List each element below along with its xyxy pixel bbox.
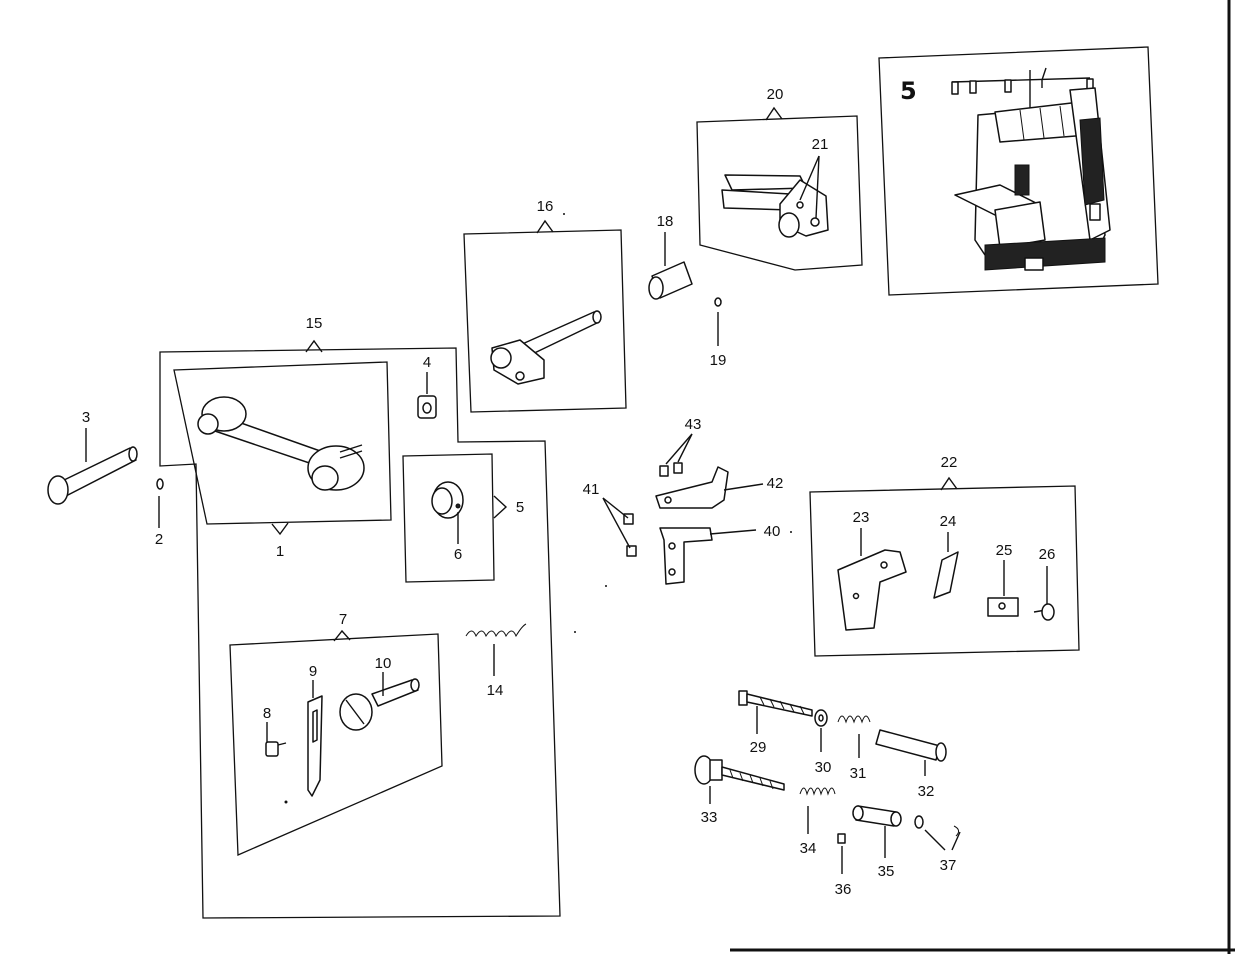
callout-25: 25 [996,542,1013,559]
group-1-bracket [271,522,289,536]
part-1-looper-arm [197,396,365,491]
figure-number: 5 [900,77,917,105]
part-8-screw [265,741,287,757]
group-7-bracket [333,629,351,642]
part-19-pin [714,297,722,307]
group-5-bracket [493,495,508,519]
group-16-outline [463,229,627,413]
part-14-spring [465,623,527,638]
callout-6: 6 [454,546,462,563]
part-32-sleeve [875,729,947,762]
callout-19: 19 [710,352,727,369]
callout-34: 34 [800,840,817,857]
leader-lines [85,155,1048,874]
group-22-bracket [940,476,958,491]
part-20-bracket [721,174,829,238]
part-34-spring [799,787,836,796]
callout-2: 2 [155,531,163,548]
part-29-bolt [738,690,813,717]
group-15-outline [159,347,561,919]
callout-24: 24 [940,513,957,530]
group-20-outline [696,115,863,271]
overlock-machine-illustration [951,67,1111,271]
part-33-knob [694,755,785,791]
callout-7: 7 [339,611,347,628]
part-26-screw [1033,603,1055,621]
group-7-outline [229,633,443,856]
callout-36: 36 [835,881,852,898]
part-25-plate [987,597,1019,617]
callout-26: 26 [1039,546,1056,563]
callout-33: 33 [701,809,718,826]
part-10-shaft [339,678,420,731]
callout-9: 9 [309,663,317,680]
part-37-clips [914,815,960,837]
callout-31: 31 [850,765,867,782]
callout-42: 42 [767,475,784,492]
group-1-outline [173,361,392,525]
callout-29: 29 [750,739,767,756]
part-18-sleeve [648,261,693,300]
part-16-shaft-arm [490,310,602,385]
group-20-bracket [765,106,783,121]
part-36-pin [837,833,846,844]
callout-32: 32 [918,783,935,800]
group-15-bracket [305,339,323,353]
part-9-blade [307,695,323,797]
part-41-screws [623,513,637,557]
callout-15: 15 [306,315,323,332]
part-31-spring [837,715,871,724]
figure-box [878,46,1159,296]
callout-18: 18 [657,213,674,230]
callout-30: 30 [815,759,832,776]
callout-23: 23 [853,509,870,526]
part-24-plate [933,551,959,599]
callout-16: 16 [537,198,554,215]
callout-40: 40 [764,523,781,540]
callout-3: 3 [82,409,90,426]
part-35-sleeve [852,805,902,827]
callout-5: 5 [516,499,524,516]
part-6-collar [431,481,464,519]
callout-10: 10 [375,655,392,672]
part-40-bracket [659,527,713,585]
scan-specks [284,213,792,804]
callout-37: 37 [940,857,957,874]
callout-22: 22 [941,454,958,471]
group-5-outline [402,453,495,583]
callout-14: 14 [487,682,504,699]
page-edges [730,0,1235,954]
callout-8: 8 [263,705,271,722]
part-4-collar [417,395,437,419]
group-22-outline [809,485,1080,657]
callout-4: 4 [423,354,431,371]
part-23-plate [837,549,907,631]
callout-41: 41 [583,481,600,498]
part-43-screws [659,462,683,477]
part-42-bracket [655,466,729,509]
callout-35: 35 [878,863,895,880]
callout-numbers: 1 2 3 4 5 6 7 8 9 10 14 15 16 18 19 20 2… [82,86,1056,898]
callout-21: 21 [812,136,829,153]
callout-20: 20 [767,86,784,103]
part-3-shaft [47,446,138,505]
callout-1: 1 [276,543,284,560]
callout-43: 43 [685,416,702,433]
group-16-bracket [536,219,554,234]
part-2-pin [156,478,164,490]
part-30-washer [814,709,828,727]
